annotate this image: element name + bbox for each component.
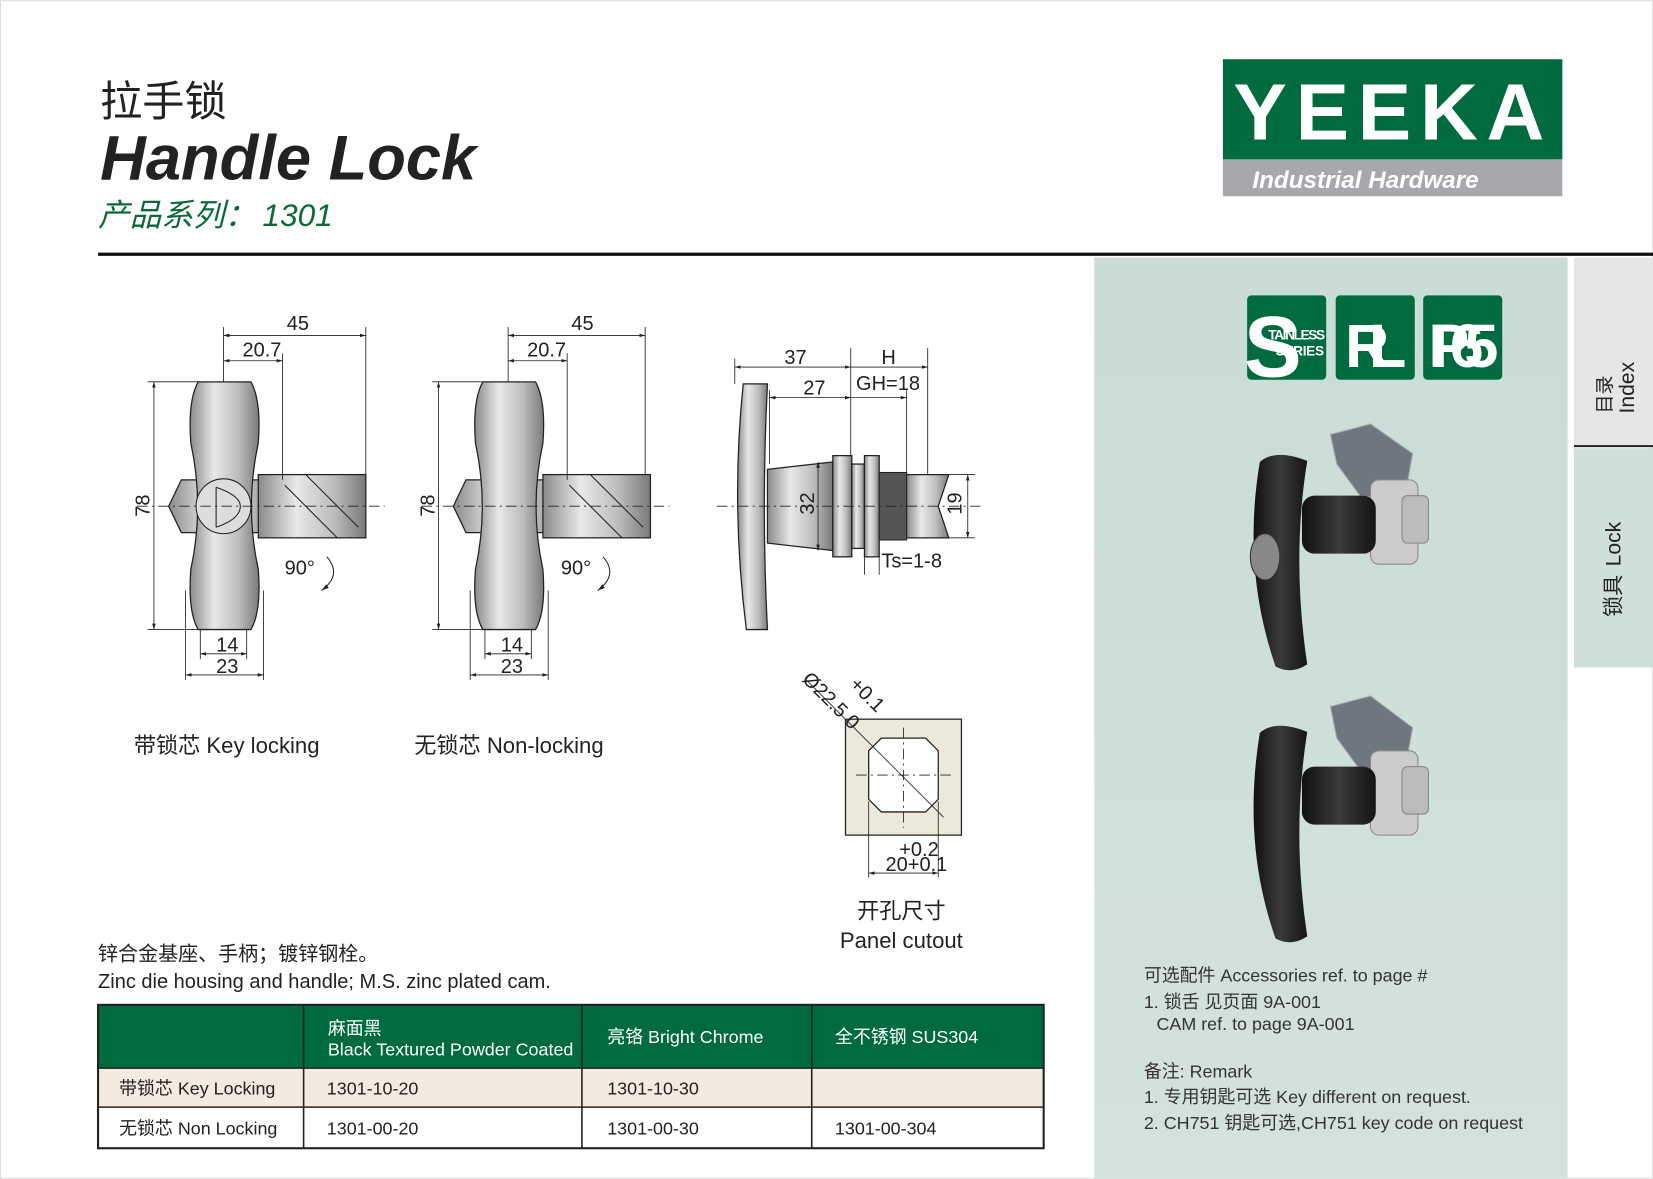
tab-lock-label: 锁具Lock [1601, 521, 1625, 617]
rl-badge: RL [1335, 295, 1415, 380]
svg-text:备注: Remark: 备注: Remark [1144, 1062, 1252, 1082]
drawing-side-view: 37 27 H GH=18 32 19 Ts=1-8 [716, 347, 981, 631]
svg-text:78: 78 [417, 494, 439, 516]
svg-text:37: 37 [784, 347, 806, 369]
svg-text:90°: 90° [561, 558, 591, 580]
ip65-badge: IP65 [1423, 295, 1503, 380]
cutout-caption-en: Panel cutout [840, 928, 963, 953]
table-row: 带锁芯 Key Locking 1301-10-20 1301-10-30 [119, 1078, 699, 1098]
right-panel [1094, 257, 1568, 1179]
svg-text:IP65: IP65 [1428, 312, 1498, 380]
svg-text:45: 45 [287, 313, 309, 335]
col-header-black-en: Black Textured Powder Coated [328, 1039, 574, 1059]
svg-text:1. 锁舌 见页面 9A-001: 1. 锁舌 见页面 9A-001 [1144, 992, 1321, 1012]
svg-text:1301-00-30: 1301-00-30 [607, 1119, 699, 1139]
svg-text:H: H [881, 347, 895, 369]
logo-tagline: Industrial Hardware [1252, 167, 1478, 194]
svg-text:1301-00-20: 1301-00-20 [327, 1119, 419, 1139]
svg-text:RL: RL [1345, 312, 1406, 380]
product-photo-non-locking [1253, 695, 1429, 943]
accessories-notes: 可选配件 Accessories ref. to page # 1. 锁舌 见页… [1144, 966, 1523, 1134]
svg-text:1. 专用钥匙可选 Key different on req: 1. 专用钥匙可选 Key different on request. [1144, 1087, 1471, 1107]
svg-text:14: 14 [501, 635, 523, 657]
title-cn: 拉手锁 [100, 78, 226, 125]
yeeka-logo: YEEKA Industrial Hardware [1222, 59, 1563, 197]
svg-text:带锁芯 Key Locking: 带锁芯 Key Locking [119, 1078, 275, 1098]
svg-text:14: 14 [216, 635, 238, 657]
svg-text:1301-00-304: 1301-00-304 [835, 1119, 937, 1139]
svg-text:20.7: 20.7 [242, 340, 281, 362]
caption-non-locking: 无锁芯 Non-locking [414, 733, 603, 758]
svg-text:CAM ref. to page 9A-001: CAM ref. to page 9A-001 [1156, 1014, 1354, 1034]
rotate-arrow-icon [597, 556, 611, 591]
svg-text:32: 32 [797, 492, 819, 514]
rotate-arrow-icon [321, 556, 335, 591]
svg-text:20.7: 20.7 [527, 340, 566, 362]
col-header-sus304: 全不锈钢 SUS304 [835, 1027, 978, 1047]
drawing-key-locking: 45 20.7 78 14 23 90° 带锁芯 Key locking [133, 313, 385, 758]
svg-text:GH=18: GH=18 [856, 373, 920, 395]
svg-text:SERIES: SERIES [1276, 343, 1324, 358]
logo-brand: YEEKA [1233, 66, 1544, 156]
col-header-chrome: 亮铬 Bright Chrome [607, 1027, 763, 1047]
svg-text:19: 19 [944, 492, 966, 514]
table-row: 无锁芯 Non Locking 1301-00-20 1301-00-30 13… [119, 1119, 936, 1139]
ordering-table: 麻面黑 Black Textured Powder Coated 亮铬 Brig… [96, 1003, 1045, 1150]
svg-text:23: 23 [216, 656, 238, 678]
svg-text:1301-10-30: 1301-10-30 [607, 1078, 699, 1098]
svg-text:+0.2: +0.2 [899, 839, 939, 861]
side-tab-lock[interactable]: 锁具Lock [1573, 448, 1653, 668]
header: 拉手锁 Handle Lock 产品系列：1301 [98, 78, 1653, 256]
side-tab-index[interactable]: Index 目录 [1573, 257, 1653, 447]
caption-key-locking: 带锁芯 Key locking [134, 733, 320, 758]
description-en: Zinc die housing and handle; M.S. zinc p… [98, 971, 551, 993]
tab-index-en: Index [1616, 361, 1639, 413]
title-en: Handle Lock [100, 123, 479, 193]
svg-text:S: S [1244, 300, 1302, 396]
svg-text:20+0.1: 20+0.1 [886, 854, 948, 876]
svg-text:90°: 90° [285, 558, 315, 580]
svg-text:2. CH751 钥匙可选,CH751 key code o: 2. CH751 钥匙可选,CH751 key code on request [1144, 1113, 1523, 1133]
description-cn: 锌合金基座、手柄；镀锌钢栓。 [98, 943, 378, 966]
stainless-series-badge: S TAINLESS SERIES [1244, 295, 1327, 396]
svg-text:45: 45 [571, 313, 593, 335]
svg-text:1301-10-20: 1301-10-20 [327, 1078, 419, 1098]
svg-text:Ts=1-8: Ts=1-8 [881, 550, 942, 572]
drawing-non-locking: 45 20.7 78 14 23 90° 无锁芯 Non-locking [414, 313, 670, 758]
product-photo-key-locking [1249, 423, 1429, 671]
svg-text:TAINLESS: TAINLESS [1268, 328, 1325, 343]
svg-text:27: 27 [803, 377, 825, 399]
svg-text:23: 23 [501, 656, 523, 678]
cutout-caption-cn: 开孔尺寸 [857, 898, 946, 923]
svg-text:78: 78 [133, 494, 155, 516]
svg-text:无锁芯 Non Locking: 无锁芯 Non Locking [119, 1119, 277, 1139]
col-header-black-cn: 麻面黑 [328, 1018, 382, 1038]
tab-index-cn: 目录 [1595, 375, 1616, 413]
series-label: 产品系列：1301 [98, 197, 333, 233]
svg-text:可选配件 Accessories ref. to page: 可选配件 Accessories ref. to page # [1144, 966, 1428, 986]
